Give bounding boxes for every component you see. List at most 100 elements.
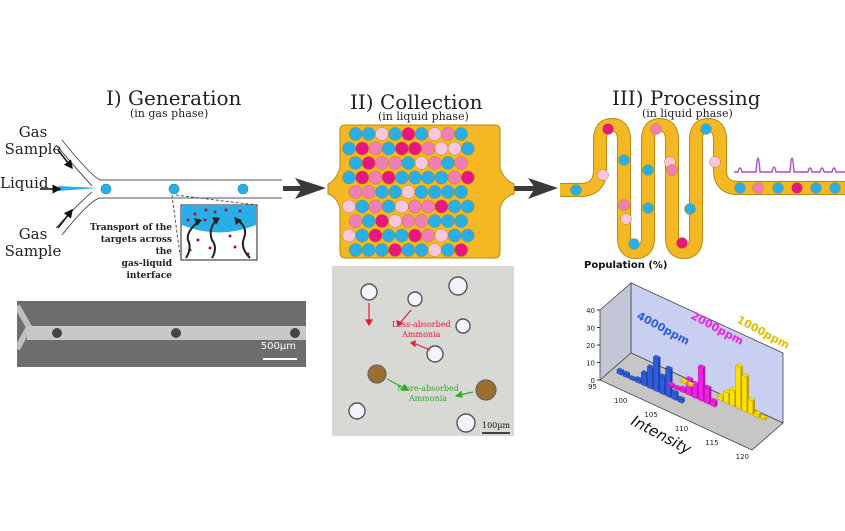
- bar-top-1000ppm: [753, 410, 762, 415]
- droplet: [642, 164, 654, 176]
- droplet: [810, 182, 822, 194]
- droplet: [401, 214, 416, 228]
- transport-caption: Transport of the targets across the gas-…: [86, 222, 172, 282]
- droplet: [454, 214, 468, 228]
- droplet: [408, 141, 422, 156]
- droplet: [460, 228, 475, 243]
- droplet: [684, 203, 696, 215]
- droplet: [421, 199, 436, 214]
- collection-micrograph: Less-absorbed Ammonia More-absorbed Ammo…: [332, 266, 514, 436]
- droplet: [829, 182, 841, 194]
- bar-top-1000ppm: [747, 396, 756, 402]
- droplet: [666, 164, 678, 176]
- bar-side-1000ppm: [692, 383, 695, 388]
- bar-top-4000ppm: [616, 367, 625, 373]
- droplet: [375, 156, 389, 170]
- y-tick-label: 30: [586, 325, 595, 333]
- droplet: [427, 243, 442, 257]
- bar-side-2000ppm: [672, 383, 675, 388]
- droplet: [381, 228, 396, 243]
- bar-top-2000ppm: [667, 381, 676, 387]
- droplet: [434, 199, 449, 214]
- droplet: [394, 170, 409, 185]
- gas-bottom-arrow: [57, 208, 73, 229]
- droplet: [361, 156, 376, 170]
- droplet: [394, 228, 409, 243]
- more-absorbed-line-2: Ammonia: [408, 394, 448, 403]
- droplet: [342, 228, 356, 243]
- droplet: [361, 127, 376, 141]
- droplet: [401, 243, 416, 257]
- droplet: [618, 154, 630, 166]
- bar-side-1000ppm: [686, 380, 689, 385]
- droplet: [427, 185, 442, 199]
- droplet: [570, 184, 582, 196]
- droplet: [361, 243, 376, 257]
- droplet: [342, 170, 356, 185]
- droplet: [447, 141, 462, 156]
- droplet: [414, 243, 429, 257]
- arrow-2-icon: [514, 178, 558, 199]
- bar-1000ppm: [735, 365, 741, 410]
- bar-1000ppm: [747, 398, 754, 416]
- bar-1000ppm: [723, 391, 729, 405]
- bar-top-4000ppm: [653, 354, 661, 360]
- more-absorbed-label: More-absorbed Ammonia: [397, 384, 459, 404]
- x-tick-label: 110: [675, 425, 688, 433]
- bar-top-1000ppm: [735, 363, 744, 368]
- droplet: [394, 199, 409, 214]
- stage-2-subtitle: (in liquid phase): [378, 110, 469, 123]
- gas-top-arrow: [57, 149, 73, 170]
- bar-4000ppm: [647, 366, 653, 390]
- droplet: [348, 243, 363, 257]
- droplet: [368, 141, 383, 156]
- droplet: [427, 214, 442, 228]
- droplet: [361, 185, 376, 199]
- droplet: [618, 199, 630, 211]
- droplet: [381, 199, 396, 214]
- droplet: [355, 141, 370, 156]
- x-tick-label: 115: [705, 439, 718, 447]
- droplet: [434, 170, 449, 185]
- droplet: [388, 243, 402, 257]
- droplet: [602, 123, 614, 135]
- bar-side-4000ppm: [628, 372, 631, 379]
- bar-top-2000ppm: [685, 376, 694, 381]
- y-tick-label: 20: [586, 342, 595, 350]
- droplet: [408, 199, 422, 214]
- droplet: [368, 199, 383, 214]
- droplet: [342, 199, 356, 214]
- bar-top-1000ppm: [741, 373, 750, 378]
- droplet: [441, 185, 455, 199]
- droplet: [441, 214, 455, 228]
- droplet: [388, 214, 402, 228]
- generation-micrograph: 500µm: [14, 301, 306, 367]
- droplet: [414, 127, 429, 141]
- bar-top-1000ppm: [686, 381, 695, 386]
- droplet: [168, 183, 180, 195]
- droplet: [408, 170, 422, 185]
- droplet: [421, 141, 436, 156]
- droplet: [628, 238, 640, 250]
- bar-top-1000ppm: [680, 378, 689, 383]
- bar-side-1000ppm: [765, 416, 768, 421]
- droplet: [447, 170, 462, 185]
- droplet: [388, 156, 402, 170]
- more-absorbed-line-1: More-absorbed: [397, 384, 459, 393]
- stage-1-title: I) Generation: [106, 86, 242, 110]
- bar-4000ppm: [653, 356, 659, 393]
- droplet: [791, 182, 803, 194]
- x-tick-label: 95: [588, 383, 597, 391]
- droplet: [454, 185, 468, 199]
- y-tick-label: 0: [591, 377, 595, 385]
- droplet: [375, 243, 389, 257]
- droplet: [414, 214, 429, 228]
- droplet: [408, 228, 422, 243]
- droplet: [355, 228, 370, 243]
- x-tick-label: 105: [644, 411, 657, 419]
- droplet: [401, 156, 416, 170]
- droplet: [348, 185, 363, 199]
- droplet: [427, 127, 442, 141]
